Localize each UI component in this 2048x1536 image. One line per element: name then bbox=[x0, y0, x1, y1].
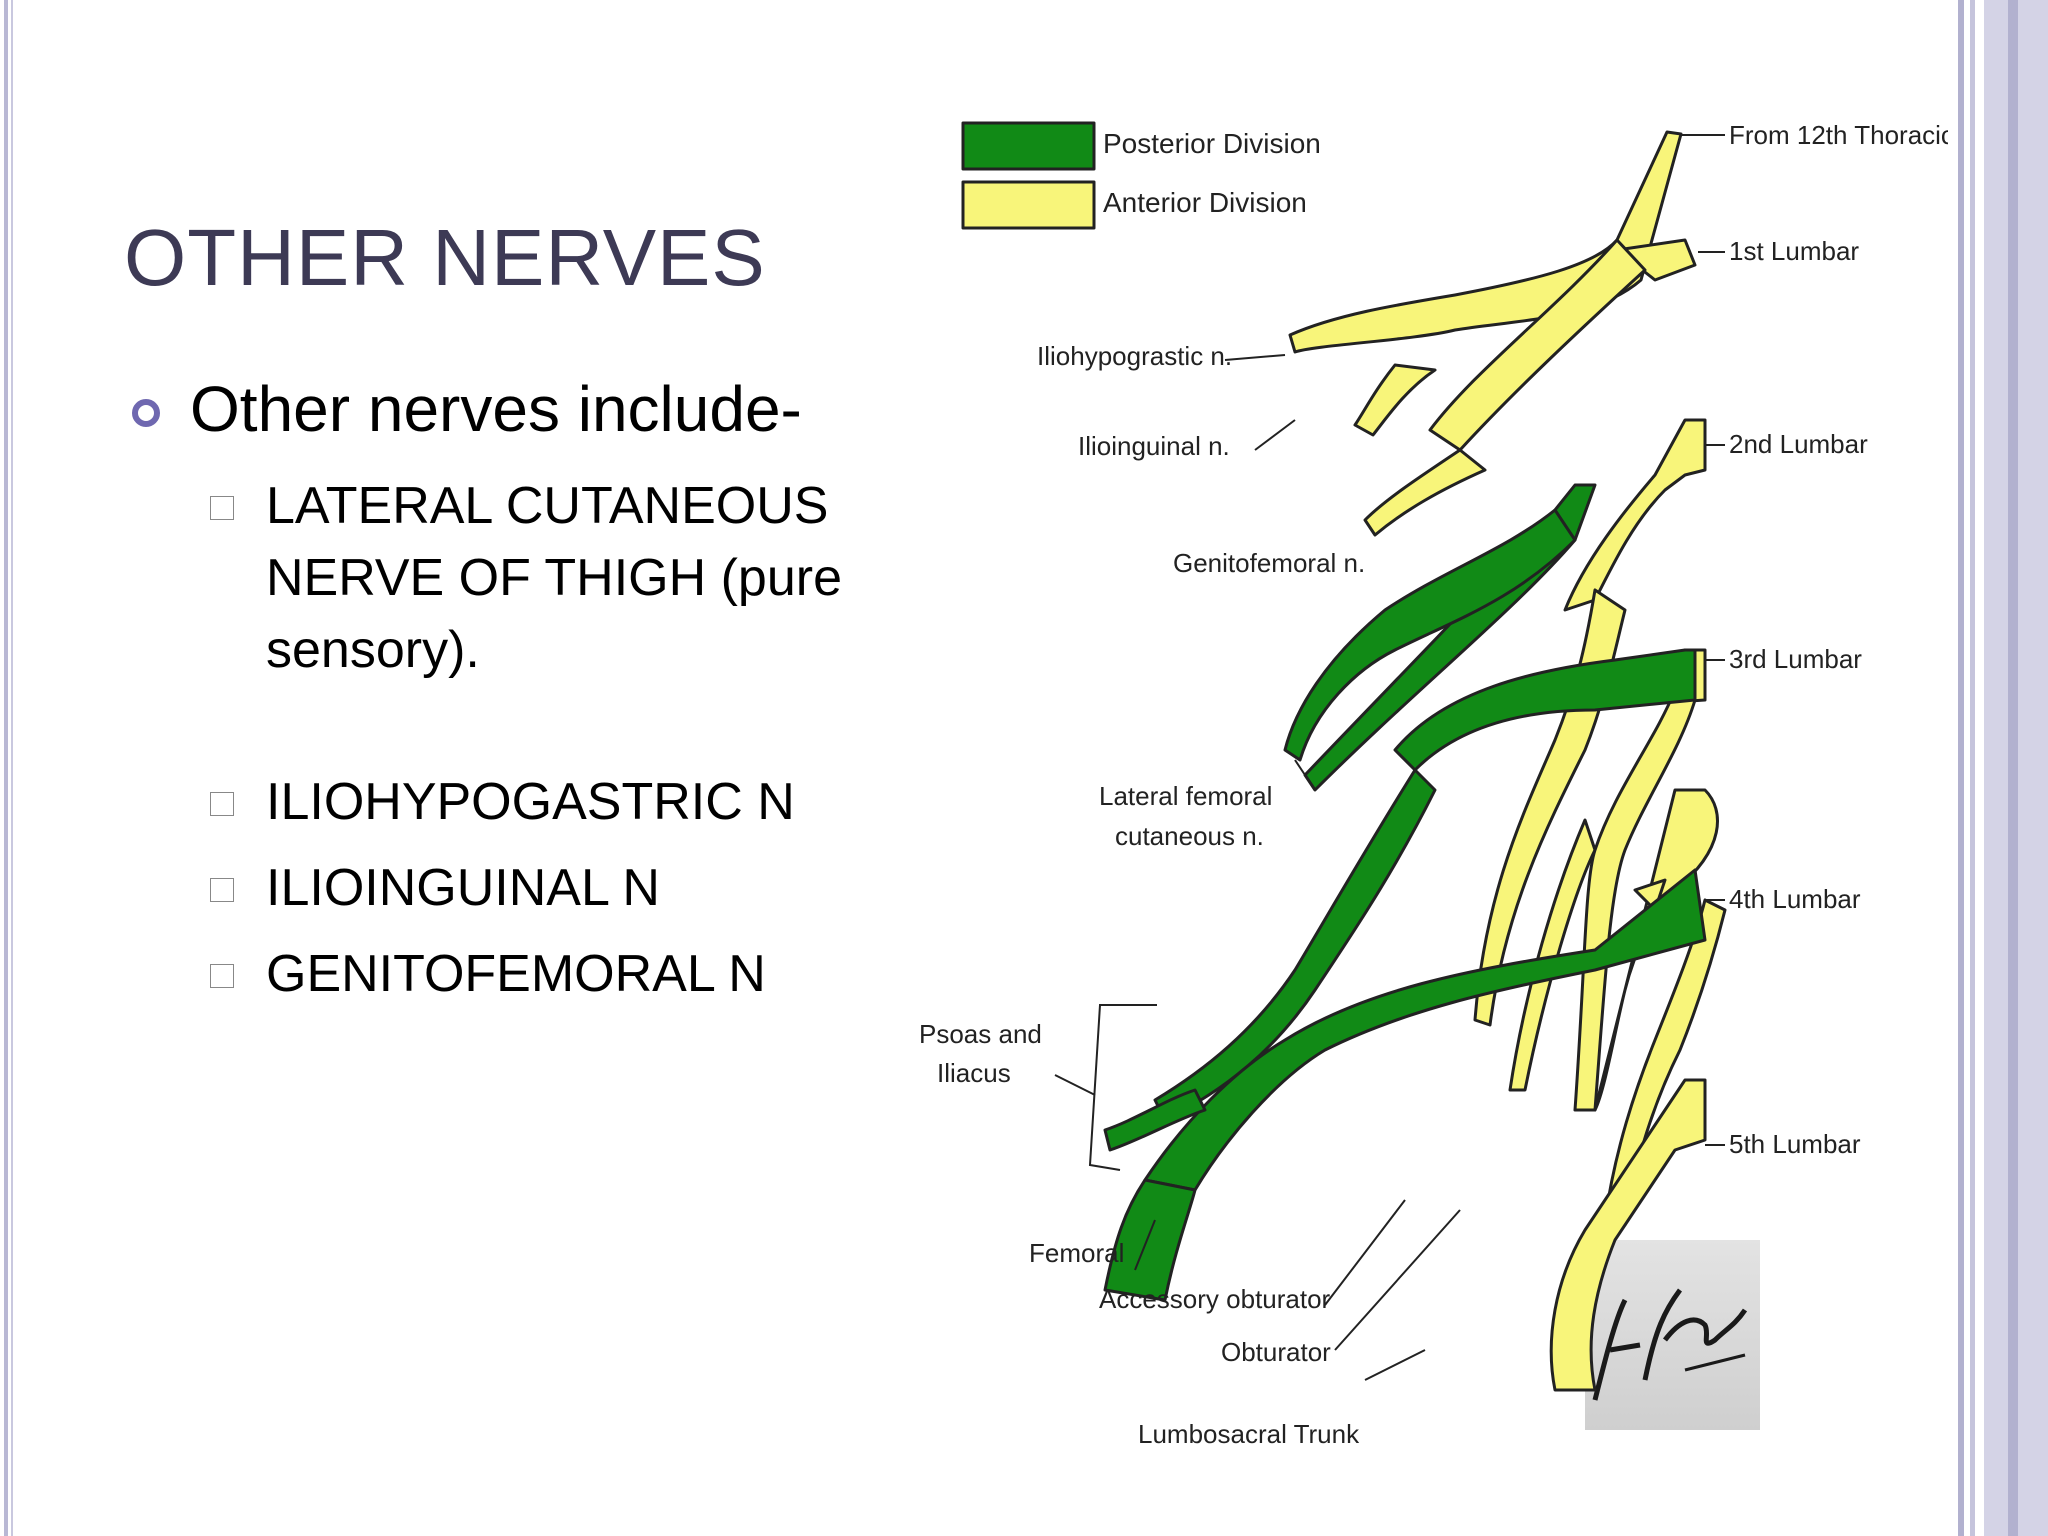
sub-bullet-text: ILIOINGUINAL N bbox=[266, 859, 660, 917]
legend-posterior-swatch bbox=[961, 121, 1096, 171]
square-bullet-icon bbox=[210, 792, 234, 816]
label-l1: 1st Lumbar bbox=[1729, 236, 1859, 266]
label-l2: 2nd Lumbar bbox=[1729, 429, 1868, 459]
label-obturator: Obturator bbox=[1221, 1337, 1331, 1367]
label-accessory-obturator: Accessory obturator bbox=[1099, 1284, 1331, 1314]
square-bullet-icon bbox=[210, 964, 234, 988]
legend-posterior-label: Posterior Division bbox=[1103, 128, 1321, 159]
ring-bullet-icon bbox=[132, 399, 160, 427]
label-l3: 3rd Lumbar bbox=[1729, 644, 1862, 674]
label-lateral-femoral-1: Lateral femoral bbox=[1099, 781, 1272, 811]
legend-anterior-label: Anterior Division bbox=[1103, 187, 1307, 218]
left-border-decoration bbox=[0, 0, 18, 1536]
diagram-labels: From 12th Thoracic 1st Lumbar 2nd Lumbar… bbox=[919, 120, 1948, 1449]
posterior-division-nerves bbox=[1103, 483, 1707, 1302]
lumbar-plexus-diagram: Posterior Division Anterior Division bbox=[919, 120, 1948, 1449]
label-femoral: Femoral bbox=[1029, 1238, 1124, 1268]
netter-signature-logo bbox=[1585, 1240, 1760, 1430]
label-genitofemoral: Genitofemoral n. bbox=[1173, 548, 1365, 578]
label-iliohypogastric: Iliohypograstic n. bbox=[1037, 341, 1232, 371]
label-lumbosacral: Lumbosacral Trunk bbox=[1138, 1419, 1360, 1449]
label-l5: 5th Lumbar bbox=[1729, 1129, 1861, 1159]
label-leader-lines bbox=[1054, 134, 1725, 1381]
label-lateral-femoral-2: cutaneous n. bbox=[1115, 821, 1264, 851]
anterior-division-nerves bbox=[1288, 130, 1727, 1392]
slide-title: OTHER NERVES bbox=[124, 213, 766, 302]
label-ilioinguinal: Ilioinguinal n. bbox=[1078, 431, 1230, 461]
sub-bullet-text: GENITOFEMORAL N bbox=[266, 945, 766, 1003]
sub-bullet-text: ILIOHYPOGASTRIC N bbox=[266, 773, 795, 831]
label-t12: From 12th Thoracic bbox=[1729, 120, 1948, 150]
square-bullet-icon bbox=[210, 496, 234, 520]
sub-bullet-text: LATERAL CUTANEOUS NERVE OF THIGH (pure s… bbox=[266, 477, 842, 679]
right-border-decoration bbox=[1958, 0, 2048, 1536]
label-l4: 4th Lumbar bbox=[1729, 884, 1861, 914]
square-bullet-icon bbox=[210, 878, 234, 902]
main-bullet-text: Other nerves include- bbox=[190, 373, 802, 445]
label-psoas-2: Iliacus bbox=[937, 1058, 1011, 1088]
main-bullet: Other nerves include- bbox=[132, 372, 802, 446]
label-psoas-1: Psoas and bbox=[919, 1019, 1042, 1049]
legend-anterior-swatch bbox=[961, 180, 1096, 230]
